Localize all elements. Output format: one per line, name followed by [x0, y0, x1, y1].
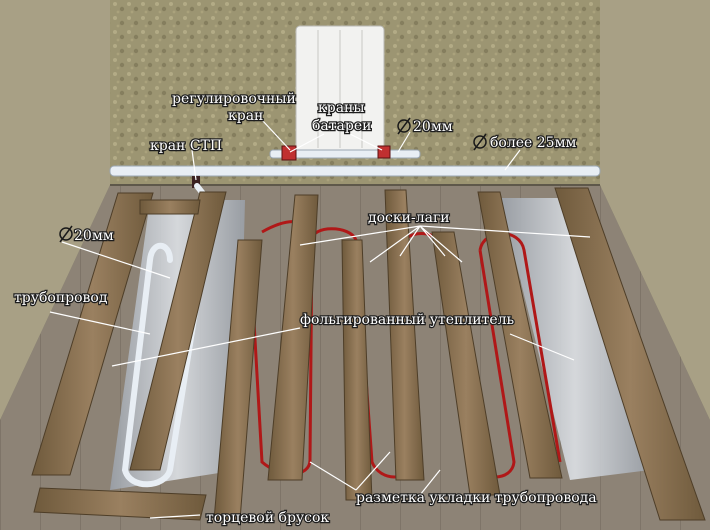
left-wall	[0, 0, 110, 420]
label-regulating-valve-1: регулировочный	[172, 91, 296, 107]
foil-sheet-right	[500, 198, 650, 480]
pipe-layout-marking	[248, 220, 562, 479]
label-end-bar: торцевой брусок	[206, 510, 329, 526]
pipeline	[121, 183, 216, 488]
label-diameter-main: более 25мм	[490, 135, 576, 151]
battery-valve	[377, 145, 391, 159]
diameter-icon-supply	[397, 117, 411, 135]
label-pipeline: трубопровод	[14, 290, 108, 306]
label-stp-valve: кран СТП	[150, 138, 222, 154]
regulating-valve	[281, 145, 297, 161]
label-diameter-supply: 20мм	[413, 119, 453, 135]
leader-lines	[49, 119, 591, 519]
label-regulating-valve-2: кран	[228, 108, 263, 124]
label-battery-valves-1: краны	[318, 100, 365, 116]
label-joists: доски-лаги	[368, 210, 450, 226]
end-bar	[33, 487, 207, 521]
label-pipe-layout-marking: разметка укладки трубопровода	[356, 490, 597, 506]
stp-valve	[192, 176, 200, 188]
label-foil-insulation: фольгированный утеплитель	[300, 312, 515, 328]
main-pipe	[109, 165, 601, 177]
diameter-icon-pipe	[59, 225, 73, 243]
joists	[31, 187, 706, 521]
diameter-icon-main	[473, 133, 487, 151]
label-diameter-pipe: 20мм	[74, 228, 114, 244]
right-wall	[600, 0, 710, 420]
label-battery-valves-2: батареи	[312, 118, 371, 134]
